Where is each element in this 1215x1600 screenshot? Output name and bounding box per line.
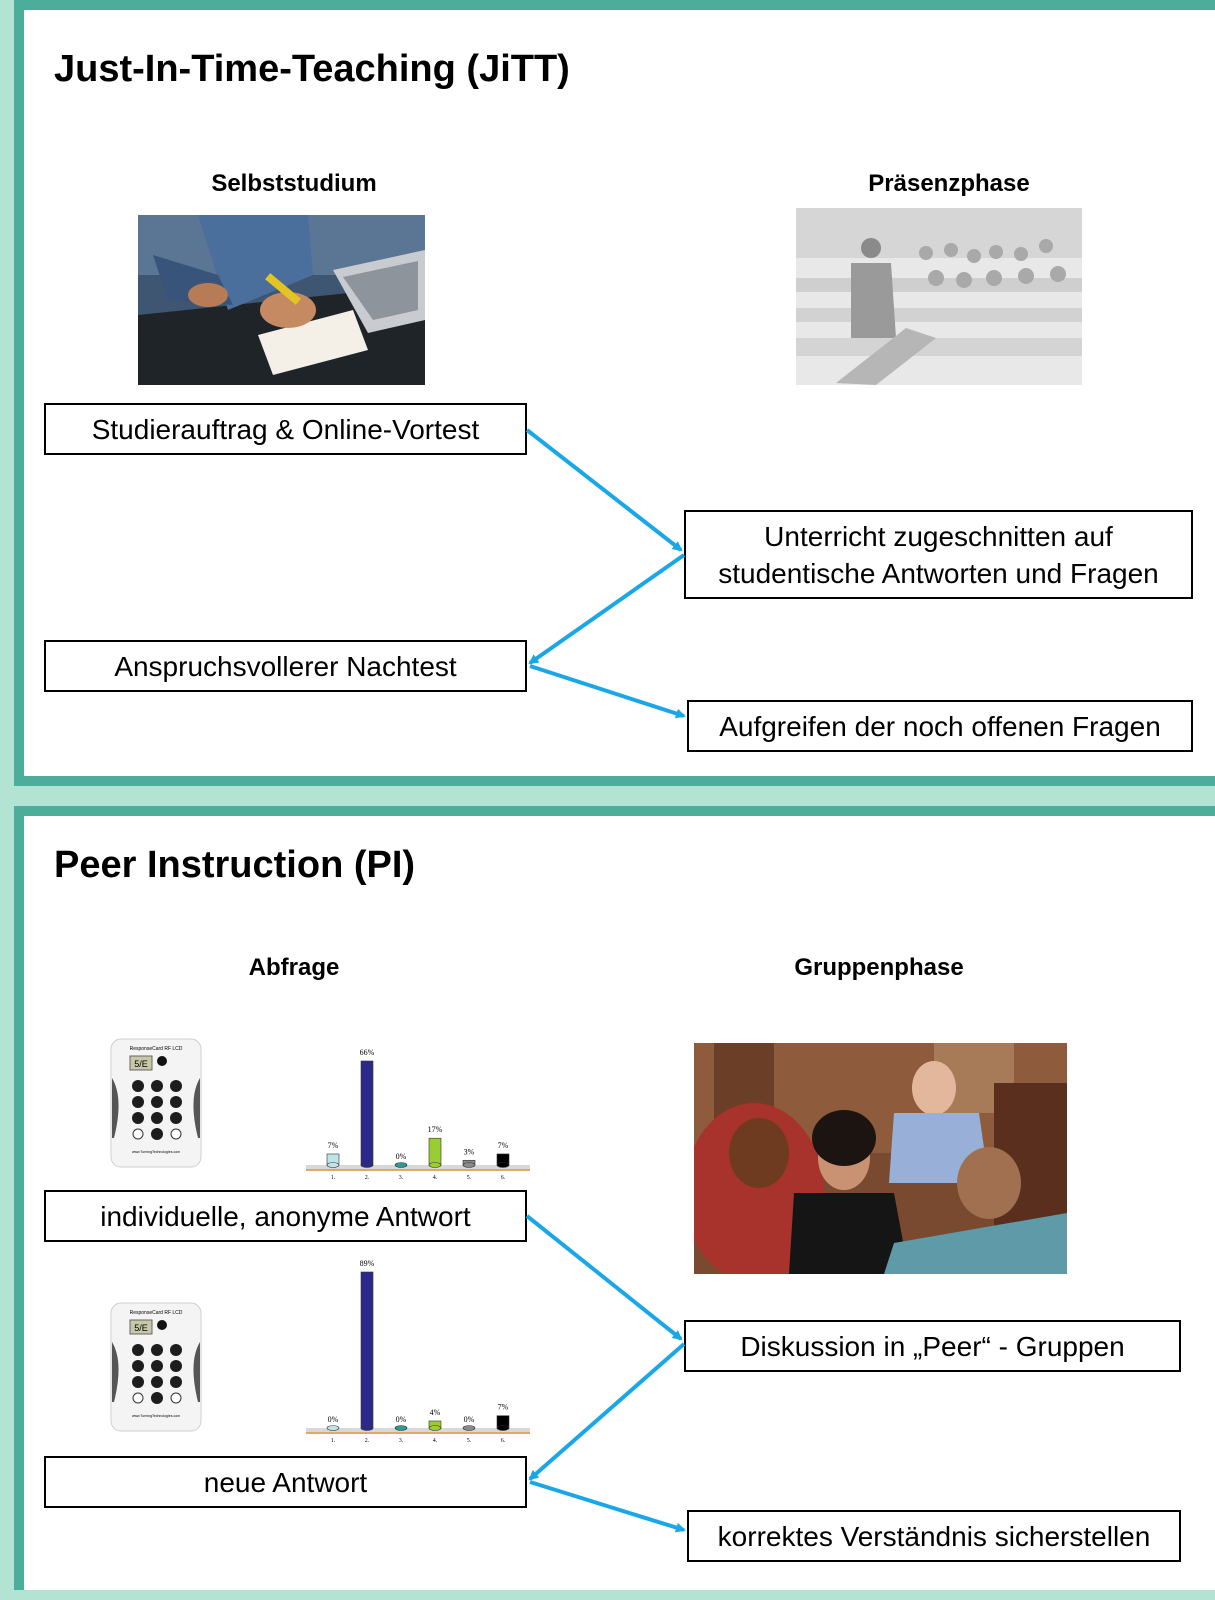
praesenzphase-heading: Präsenzphase <box>868 170 1030 197</box>
tick-label-2-2: 2. <box>365 1438 370 1444</box>
clicker-display: 5/E <box>134 1059 148 1069</box>
bar-base-2-2 <box>360 1425 374 1431</box>
individual-answer-box: individuelle, anonyme Antwort <box>44 1190 527 1242</box>
bar-label-2-3: 0% <box>396 1415 407 1424</box>
pi-slide: Peer Instruction (PI) Abfrage Gruppenpha… <box>14 806 1215 1590</box>
tick-label-2-4: 4. <box>433 1438 438 1444</box>
bar-label-2-6: 7% <box>498 1403 509 1412</box>
jitt-title: Just-In-Time-Teaching (JiTT) <box>54 48 570 90</box>
tick-label-1-4: 4. <box>433 1175 438 1181</box>
pretest-box: Studierauftrag & Online-Vortest <box>44 403 527 455</box>
tick-label-2-5: 5. <box>467 1438 472 1444</box>
bar-label-2-1: 0% <box>328 1415 339 1424</box>
clicker-device-2: ResponseCard RF LCD 5/E www.TurningTechn… <box>110 1302 202 1437</box>
open-questions-box: Aufgreifen der noch offenen Fragen <box>687 700 1193 752</box>
bar-base-1-1 <box>326 1162 340 1168</box>
tick-label-2-3: 3. <box>399 1438 404 1444</box>
poll-chart-1: 7% 1. 66% 2. 0% 3. 17% 4. 3% 5. 7% 6. <box>304 1041 532 1186</box>
bar-base-2-4 <box>428 1425 442 1431</box>
bar-label-2-4: 4% <box>430 1408 441 1417</box>
jitt-arrows <box>525 428 686 719</box>
bar-label-1-6: 7% <box>498 1141 509 1150</box>
tick-label-2-1: 1. <box>331 1438 336 1444</box>
bar-base-2-6 <box>496 1425 510 1431</box>
gruppenphase-heading: Gruppenphase <box>794 954 964 981</box>
bar-label-1-3: 0% <box>396 1152 407 1161</box>
bar-base-1-5 <box>462 1162 476 1168</box>
poll-chart-2: 0% 1. 89% 2. 0% 3. 4% 4. 0% 5. 7% 6. <box>304 1252 532 1449</box>
arrow-tailored-to-posttest <box>528 553 686 665</box>
bar-label-1-5: 3% <box>464 1147 475 1156</box>
clicker-display: 5/E <box>134 1323 148 1333</box>
arrow-answer-to-discussion <box>525 1214 683 1341</box>
bar-base-1-6 <box>496 1162 510 1168</box>
clicker-url: www.TurningTechnologies.com <box>132 1150 180 1154</box>
bar-base-1-4 <box>428 1162 442 1168</box>
bar-label-2-5: 0% <box>464 1415 475 1424</box>
bar-base-2-3 <box>394 1425 408 1431</box>
peer-discussion-box: Diskussion in „Peer“ - Gruppen <box>684 1320 1181 1372</box>
arrow-discussion-to-new-answer <box>528 1342 686 1481</box>
selbststudium-heading: Selbststudium <box>211 170 377 197</box>
bar-label-2-2: 89% <box>360 1259 375 1268</box>
bar-base-1-2 <box>360 1162 374 1168</box>
tailored-teaching-box: Unterricht zugeschnitten auf studentisch… <box>684 510 1193 599</box>
jitt-slide: Just-In-Time-Teaching (JiTT) Selbststudi… <box>14 0 1215 786</box>
tick-label-1-3: 3. <box>399 1175 404 1181</box>
tick-label-2-6: 6. <box>501 1438 506 1444</box>
tick-label-1-1: 1. <box>331 1175 336 1181</box>
ensure-understanding-box: korrektes Verständnis sicherstellen <box>687 1510 1181 1562</box>
bar-base-2-1 <box>326 1425 340 1431</box>
pi-arrows <box>525 1214 686 1533</box>
clicker-label: ResponseCard RF LCD <box>130 1310 183 1316</box>
arrow-pretest-to-tailored <box>525 428 683 552</box>
pi-title: Peer Instruction (PI) <box>54 844 416 886</box>
lecture-hall-photo <box>796 208 1082 385</box>
bar-base-2-5 <box>462 1425 476 1431</box>
tick-label-1-6: 6. <box>501 1175 506 1181</box>
arrow-new-answer-to-understanding <box>529 1480 686 1533</box>
bar-base-1-3 <box>394 1162 408 1168</box>
group-discussion-photo <box>694 1043 1067 1274</box>
clicker-label: ResponseCard RF LCD <box>130 1046 183 1052</box>
tick-label-1-5: 5. <box>467 1175 472 1181</box>
abfrage-heading: Abfrage <box>248 954 340 981</box>
bar-label-1-2: 66% <box>360 1048 375 1057</box>
bar-label-1-1: 7% <box>328 1141 339 1150</box>
self-study-photo <box>138 215 425 385</box>
chart-floor <box>306 1428 530 1432</box>
tick-label-1-2: 2. <box>365 1175 370 1181</box>
bar-label-1-4: 17% <box>428 1125 443 1134</box>
clicker-url: www.TurningTechnologies.com <box>132 1414 180 1418</box>
new-answer-box: neue Antwort <box>44 1456 527 1508</box>
posttest-box: Anspruchsvollerer Nachtest <box>44 640 527 692</box>
clicker-device-1: ResponseCard RF LCD 5/E www.TurningTechn… <box>110 1038 202 1173</box>
chart-floor <box>306 1165 530 1169</box>
arrow-posttest-to-open-questions <box>529 664 686 719</box>
